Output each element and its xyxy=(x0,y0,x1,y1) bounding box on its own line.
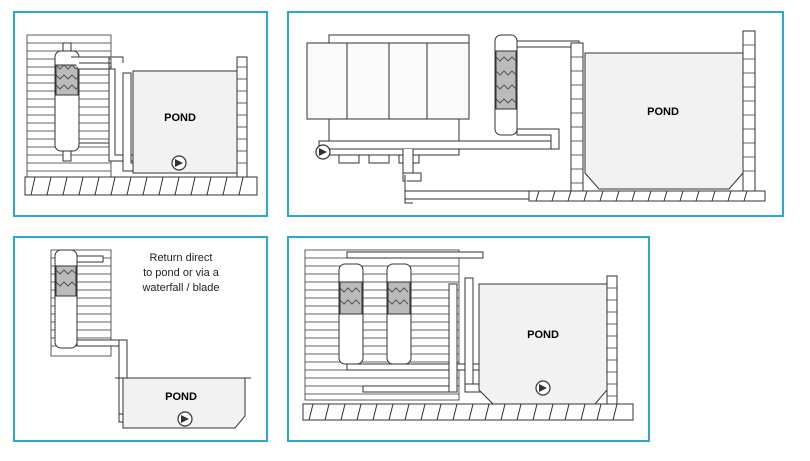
pump-icon xyxy=(171,155,187,171)
filter-media-icon xyxy=(387,281,411,315)
pump-icon xyxy=(535,380,551,396)
ground xyxy=(302,403,634,421)
brick-wall xyxy=(304,249,460,401)
filter-media-icon xyxy=(495,50,517,110)
panel-2-diagram: POND xyxy=(306,30,766,204)
filter-media-icon xyxy=(55,64,79,96)
pond: POND xyxy=(115,377,251,429)
filter-unit xyxy=(338,263,412,365)
pond-label: POND xyxy=(165,391,197,403)
return-note: Return direct to pond or via a waterfall… xyxy=(141,252,219,294)
note-line-3: waterfall / blade xyxy=(141,282,219,294)
panel-4-diagram: POND xyxy=(302,249,634,421)
panel-1-diagram: POND xyxy=(24,34,258,196)
pump-icon xyxy=(315,144,331,160)
uv-unit-icon xyxy=(494,34,518,136)
note-line-1: Return direct xyxy=(150,252,213,264)
panel-3: Return direct to pond or via a waterfall… xyxy=(13,236,268,442)
filter-unit xyxy=(54,249,78,349)
pond-label: POND xyxy=(647,106,679,118)
panel-2: POND xyxy=(287,11,784,217)
filter-unit xyxy=(54,42,80,162)
note-line-2: to pond or via a xyxy=(143,267,220,279)
panel-4: POND xyxy=(287,236,650,442)
ground xyxy=(24,176,258,196)
panel-3-diagram: Return direct to pond or via a waterfall… xyxy=(50,249,251,429)
pond-label: POND xyxy=(164,112,196,124)
ground xyxy=(528,190,766,202)
pond-label: POND xyxy=(527,329,559,341)
pond: POND xyxy=(478,275,618,407)
panel-1: POND xyxy=(13,11,268,217)
filter-media-icon xyxy=(339,281,363,315)
pond: POND xyxy=(570,30,756,194)
pump-icon xyxy=(177,411,193,427)
pond: POND xyxy=(132,56,248,178)
